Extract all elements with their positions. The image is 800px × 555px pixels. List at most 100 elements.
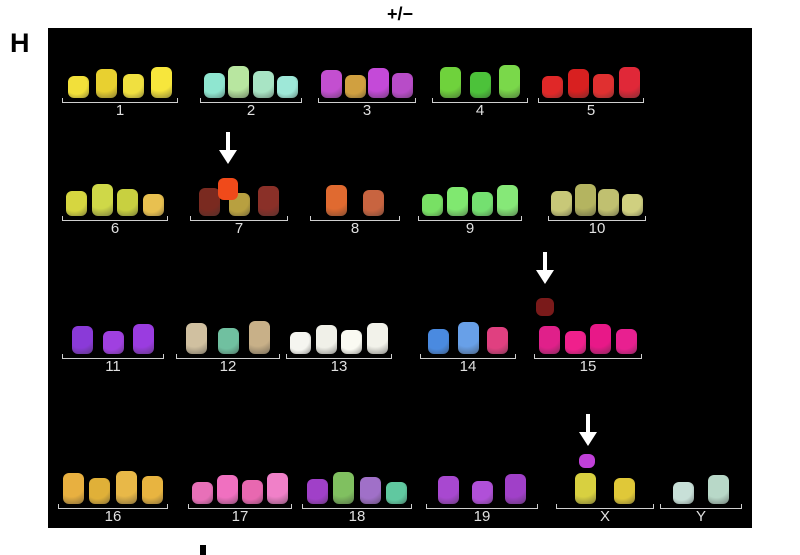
chromosome-number-label: 8 bbox=[350, 220, 360, 237]
chromosome bbox=[598, 189, 620, 216]
chromosome bbox=[252, 71, 274, 98]
chromosome bbox=[363, 190, 384, 216]
chromosome-group-19: 19 bbox=[426, 466, 538, 525]
chromosome bbox=[198, 188, 220, 216]
arrow-shaft bbox=[586, 414, 590, 434]
chromosome-group-9: 9 bbox=[418, 178, 522, 237]
chromosome bbox=[71, 326, 93, 354]
group-bracket bbox=[318, 98, 416, 103]
chromosome bbox=[326, 185, 347, 216]
chromosome-number-label: X bbox=[599, 508, 610, 525]
group-bracket bbox=[534, 354, 642, 359]
chromosome bbox=[457, 322, 479, 354]
chromosome-pair bbox=[190, 178, 288, 216]
chromosome bbox=[471, 481, 493, 504]
genotype-label: +/− bbox=[386, 4, 414, 24]
chromosome-pair bbox=[660, 466, 742, 504]
chromosome bbox=[497, 185, 518, 216]
chromosome bbox=[567, 69, 589, 98]
chromosome-group-16: 16 bbox=[58, 466, 168, 525]
chromosome-number-label: 4 bbox=[475, 102, 485, 119]
group-bracket bbox=[548, 216, 646, 221]
arrow-head bbox=[536, 270, 554, 284]
chromosome-group-14: 14 bbox=[420, 316, 516, 375]
chromosome bbox=[68, 76, 90, 98]
chromosome-pair bbox=[302, 466, 412, 504]
chromosome-group-5: 5 bbox=[538, 60, 644, 119]
chromosome bbox=[66, 191, 88, 216]
group-bracket bbox=[58, 504, 168, 509]
group-bracket bbox=[418, 216, 522, 221]
chromosome bbox=[564, 331, 586, 354]
chromosome-number-label: Y bbox=[695, 508, 706, 525]
chromosome bbox=[228, 66, 250, 98]
group-bracket bbox=[432, 98, 528, 103]
chromosome-pair bbox=[176, 316, 280, 354]
group-bracket bbox=[62, 98, 178, 103]
chromosome-number-label: 5 bbox=[586, 102, 596, 119]
chromosome-pair bbox=[62, 178, 168, 216]
chromosome-pair bbox=[286, 316, 392, 354]
chromosome bbox=[447, 187, 468, 216]
group-bracket bbox=[188, 504, 292, 509]
chromosome bbox=[542, 76, 564, 98]
chromosome bbox=[593, 74, 615, 98]
group-bracket bbox=[200, 98, 302, 103]
group-bracket bbox=[538, 98, 644, 103]
chromosome bbox=[333, 472, 355, 504]
chromosome bbox=[550, 191, 572, 216]
chromosome-group-10: 10 bbox=[548, 178, 646, 237]
chromosome bbox=[368, 68, 390, 98]
chromosome bbox=[142, 194, 164, 216]
chromosome bbox=[91, 184, 113, 216]
translocation-segment-chr7 bbox=[218, 178, 238, 200]
chromosome-pair bbox=[58, 466, 168, 504]
chromosome bbox=[440, 67, 462, 98]
chromosome-pair bbox=[420, 316, 516, 354]
group-bracket bbox=[302, 504, 412, 509]
chromosome bbox=[498, 65, 520, 98]
group-bracket bbox=[556, 504, 654, 509]
group-bracket bbox=[426, 504, 538, 509]
chromosome-pair bbox=[62, 60, 178, 98]
chromosome bbox=[614, 478, 636, 504]
chromosome-group-1: 1 bbox=[62, 60, 178, 119]
group-bracket bbox=[286, 354, 392, 359]
chromosome-pair bbox=[534, 316, 642, 354]
chromosome-number-label: 18 bbox=[348, 508, 366, 525]
chromosome bbox=[392, 73, 414, 98]
chromosome-number-label: 15 bbox=[579, 358, 597, 375]
chromosome-pair bbox=[418, 178, 522, 216]
chromosome-pair bbox=[200, 60, 302, 98]
footer-mark bbox=[200, 545, 206, 555]
arrow-shaft bbox=[226, 132, 230, 152]
chromosome bbox=[344, 75, 366, 98]
translocation-segment-chr15 bbox=[536, 298, 554, 316]
chromosome bbox=[486, 327, 508, 354]
chromosome bbox=[277, 76, 299, 98]
chromosome bbox=[707, 475, 729, 504]
chromosome-group-11: 11 bbox=[62, 316, 164, 375]
chromosome bbox=[192, 482, 213, 504]
chromosome-number-label: 10 bbox=[588, 220, 606, 237]
group-bracket bbox=[310, 216, 400, 221]
chromosome-group-15: 15 bbox=[534, 316, 642, 375]
group-bracket bbox=[660, 504, 742, 509]
chromosome-pair bbox=[310, 178, 400, 216]
chromosome-number-label: 7 bbox=[234, 220, 244, 237]
chromosome bbox=[141, 476, 163, 504]
chromosome bbox=[469, 72, 491, 98]
chromosome bbox=[267, 473, 288, 504]
chromosome-number-label: 16 bbox=[104, 508, 122, 525]
chromosome bbox=[248, 321, 270, 354]
chromosome-pair bbox=[432, 60, 528, 98]
chromosome-group-2: 2 bbox=[200, 60, 302, 119]
chromosome bbox=[95, 69, 117, 98]
chromosome bbox=[186, 323, 208, 354]
chromosome-number-label: 6 bbox=[110, 220, 120, 237]
chromosome bbox=[341, 330, 363, 354]
group-bracket bbox=[420, 354, 516, 359]
chromosome bbox=[258, 186, 280, 216]
chromosome bbox=[320, 70, 342, 98]
